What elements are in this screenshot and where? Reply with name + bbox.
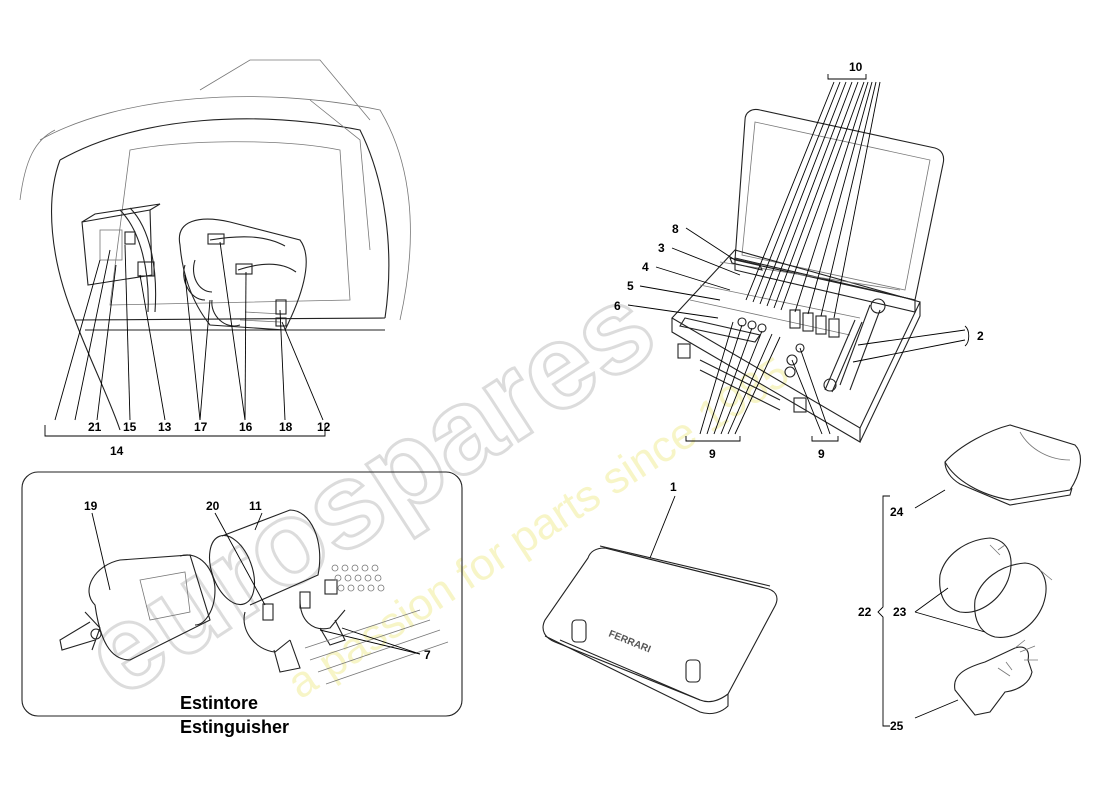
extinguisher-panel [21, 471, 463, 717]
label-12: 12 [317, 420, 331, 434]
label-7: 7 [424, 648, 431, 662]
accessories-illustration [939, 424, 1081, 716]
label-18: 18 [279, 420, 293, 434]
label-5: 5 [627, 279, 634, 293]
label-21: 21 [88, 420, 102, 434]
closed-case-illustration: FERRARI [542, 545, 778, 715]
label-3: 3 [658, 241, 665, 255]
label-14: 14 [110, 444, 124, 458]
caption-line2: Estinguisher [180, 717, 289, 737]
extinguisher-panel-frame [21, 471, 463, 717]
label-4: 4 [642, 260, 649, 274]
label-6: 6 [614, 299, 621, 313]
label-1: 1 [670, 480, 677, 494]
label-17: 17 [194, 420, 208, 434]
label-23: 23 [893, 605, 907, 619]
leaders-extinguisher [91, 512, 421, 655]
label-10: 10 [849, 60, 863, 74]
label-16: 16 [239, 420, 253, 434]
bolt-grid [331, 564, 385, 592]
label-20: 20 [206, 499, 220, 513]
trunk-illustration [19, 59, 411, 431]
label-19: 19 [84, 499, 98, 513]
label-13: 13 [158, 420, 172, 434]
part-labels: 1 2 3 4 5 6 7 8 9 9 10 11 12 13 14 15 16… [84, 60, 984, 733]
label-25: 25 [890, 719, 904, 733]
leaders-trunk [44, 241, 326, 437]
leader-1 [649, 495, 676, 559]
label-9b: 9 [818, 447, 825, 461]
label-24: 24 [890, 505, 904, 519]
label-9a: 9 [709, 447, 716, 461]
label-11: 11 [249, 499, 262, 513]
label-22: 22 [858, 605, 872, 619]
label-2: 2 [977, 329, 984, 343]
caption-line1: Estintore [180, 693, 258, 713]
leaders-accessories [877, 489, 986, 727]
case-brand-logo: FERRARI [607, 629, 653, 656]
leaders-toolcase [627, 74, 970, 442]
label-15: 15 [123, 420, 137, 434]
label-8: 8 [672, 222, 679, 236]
